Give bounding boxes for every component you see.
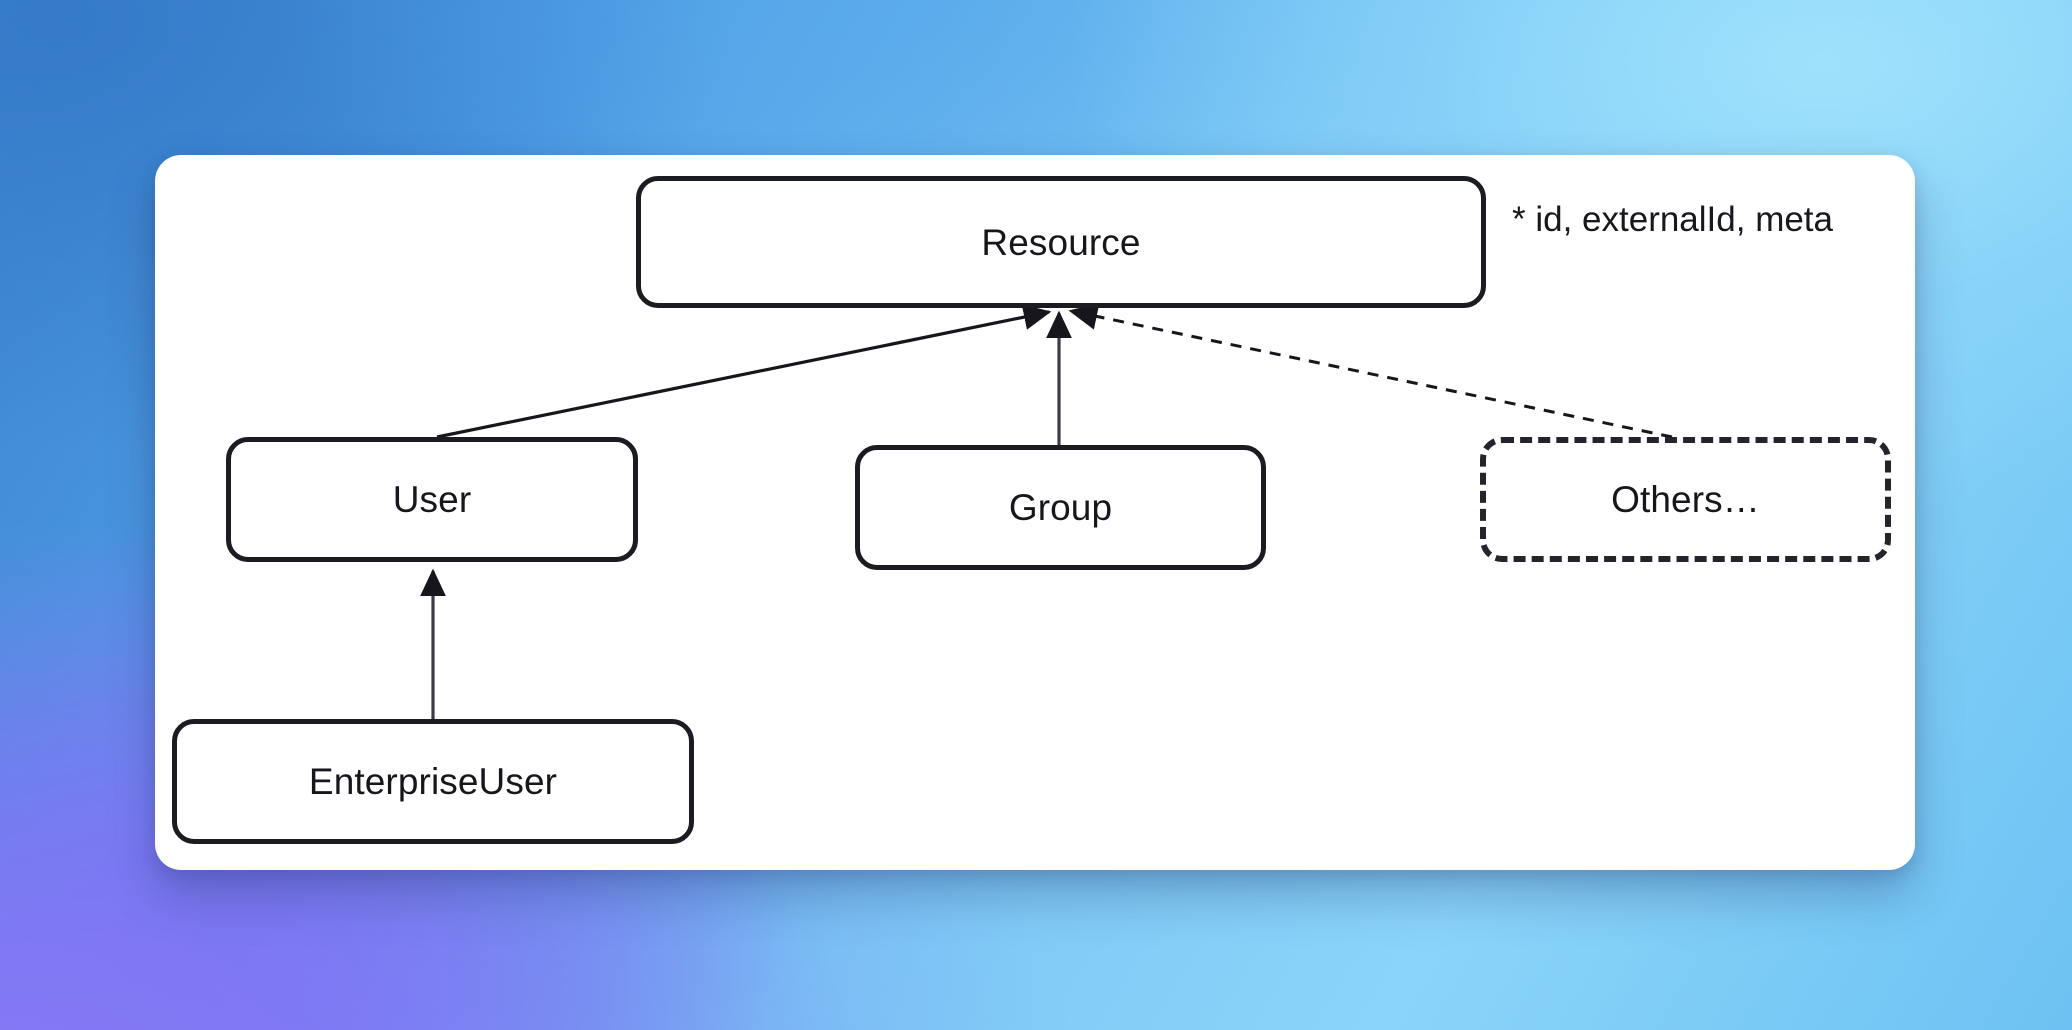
resource-attributes-annotation: * id, externalId, meta xyxy=(1512,200,1833,239)
node-group[interactable]: Group xyxy=(855,445,1266,570)
node-group-label: Group xyxy=(1008,487,1113,528)
node-others[interactable]: Others… xyxy=(1480,437,1891,562)
node-enterprise-user[interactable]: EnterpriseUser xyxy=(172,719,694,844)
node-user-label: User xyxy=(392,479,472,520)
node-resource[interactable]: Resource xyxy=(636,176,1486,308)
node-enterprise-user-label: EnterpriseUser xyxy=(308,761,558,802)
node-others-label: Others… xyxy=(1611,479,1760,520)
node-user[interactable]: User xyxy=(226,437,638,562)
node-resource-label: Resource xyxy=(981,221,1141,263)
